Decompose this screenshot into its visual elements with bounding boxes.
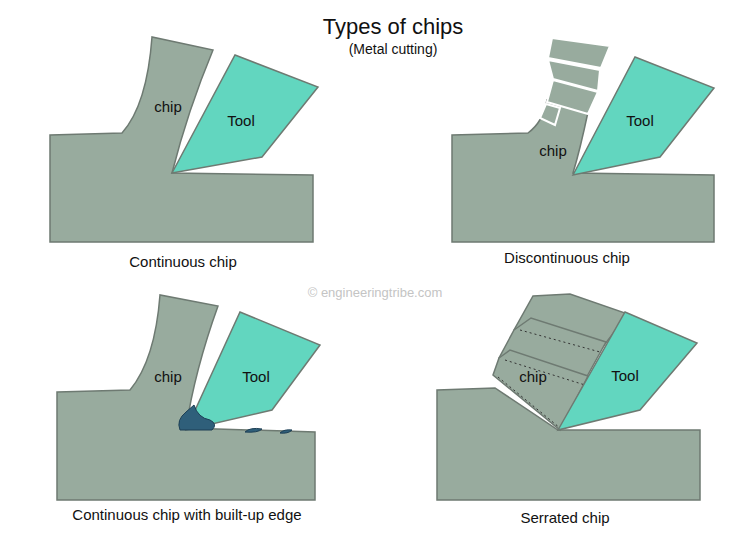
tool-label: Tool: [242, 368, 270, 385]
tool-body: Tool: [223, 110, 259, 132]
chip-region: chip: [515, 366, 551, 388]
tool-label: Tool: [626, 112, 654, 129]
chip-label: chip: [154, 98, 182, 115]
title: Types of chips: [323, 14, 464, 40]
tool-label: Tool: [611, 367, 639, 384]
panel-caption: Discontinuous chip: [504, 249, 630, 266]
panel-caption: Continuous chip: [129, 253, 237, 270]
chip-region: chip: [535, 140, 571, 162]
tool-body: Tool: [238, 366, 274, 388]
panel-caption: Continuous chip with built-up edge: [72, 506, 301, 523]
tool-label: Tool: [227, 112, 255, 129]
built-up-edge: [179, 405, 292, 433]
tool-body: Tool: [622, 110, 658, 132]
chip-region: chip: [150, 96, 186, 118]
cutting-tool: [172, 55, 714, 430]
chip-label: chip: [519, 368, 547, 385]
chip-region: chip: [150, 366, 186, 388]
chip-label: chip: [154, 368, 182, 385]
chip-fragments: [540, 38, 610, 125]
panel-caption: Serrated chip: [520, 509, 609, 526]
subtitle: (Metal cutting): [349, 41, 438, 57]
watermark: © engineeringtribe.com: [308, 285, 443, 300]
tool-body: Tool: [607, 365, 643, 387]
chip-label: chip: [539, 142, 567, 159]
